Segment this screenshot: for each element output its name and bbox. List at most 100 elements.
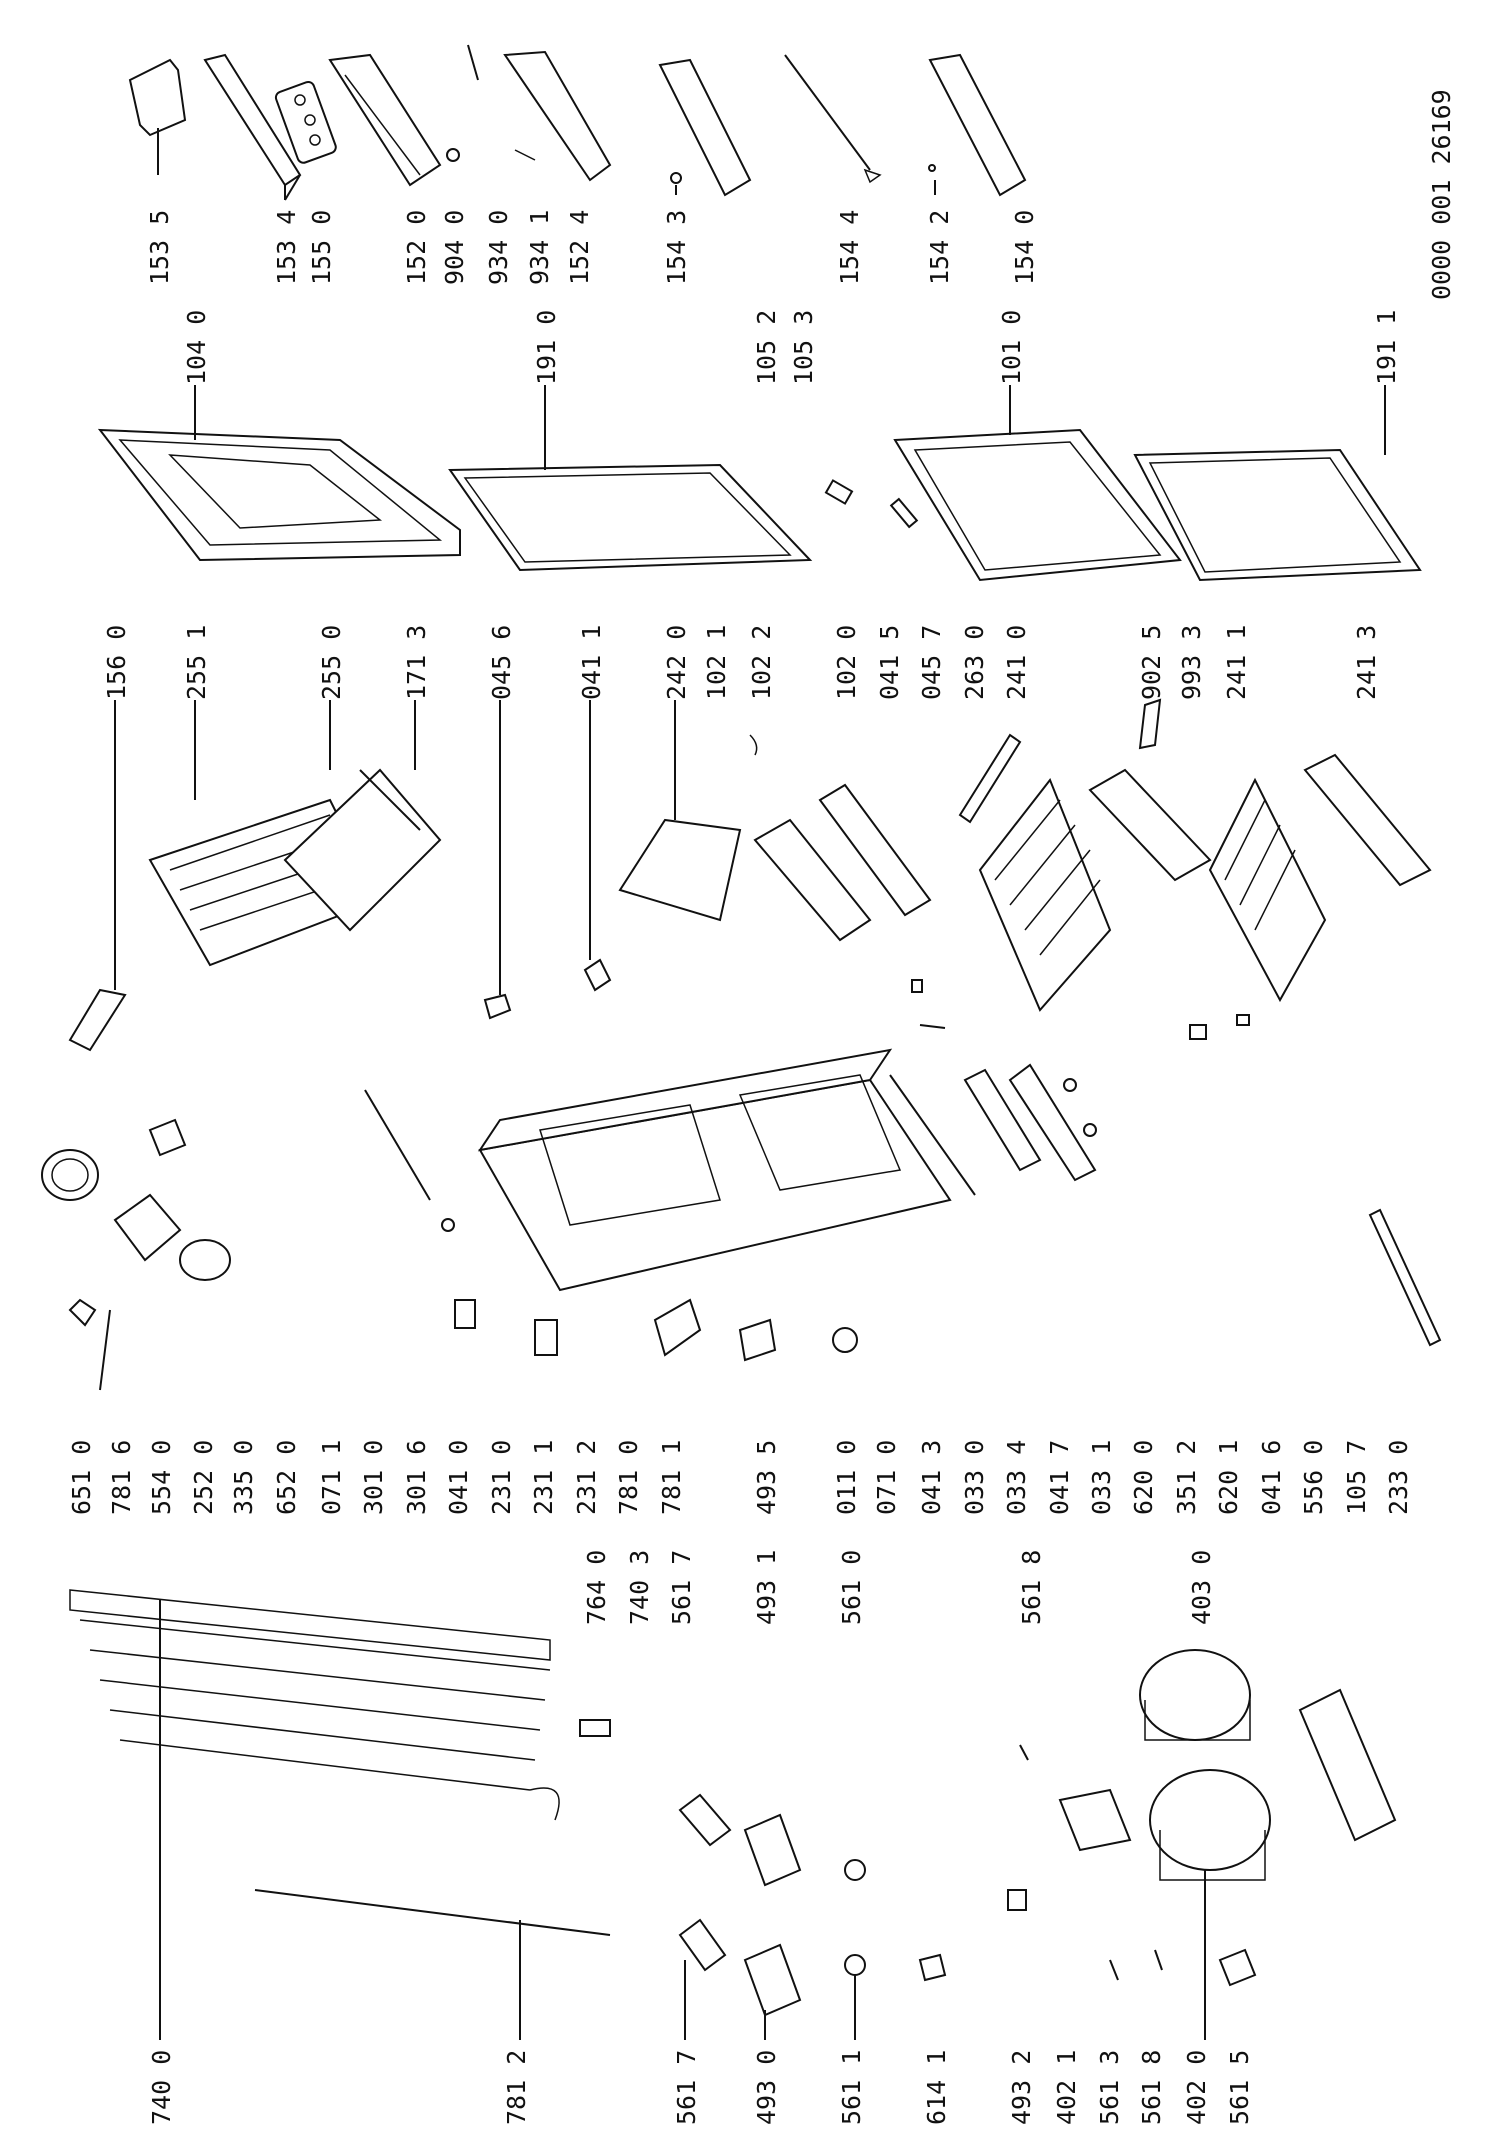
label-403-0: 403 0 xyxy=(1187,1550,1216,1625)
part-231-drawing xyxy=(454,1299,558,1356)
label-614-1: 614 1 xyxy=(922,2050,951,2125)
part-152-0-drawing xyxy=(328,53,442,187)
part-561-0-drawing xyxy=(844,1859,866,1881)
label-335-0: 335 0 xyxy=(229,1440,258,1515)
thermostat-651-0-drawing xyxy=(68,1298,111,1391)
label-252-0: 252 0 xyxy=(189,1440,218,1515)
part-620-drawing xyxy=(1063,1078,1097,1137)
part-252-0-drawing xyxy=(113,1193,182,1262)
label-041-0: 041 0 xyxy=(444,1440,473,1515)
label-241-0: 241 0 xyxy=(1002,625,1031,700)
drawer-242-0-drawing xyxy=(618,818,742,922)
label-071-1: 071 1 xyxy=(317,1440,346,1515)
cabinet-drawing xyxy=(477,1048,952,1292)
label-554-0: 554 0 xyxy=(147,1440,176,1515)
gasket-191-0-drawing xyxy=(448,463,813,572)
part-402-1-drawing xyxy=(1058,1788,1132,1852)
label-156-0: 156 0 xyxy=(102,625,131,700)
compressor-402-0-drawing xyxy=(1149,1769,1271,1881)
part-041-6-drawing xyxy=(1189,1024,1207,1040)
label-651-0: 651 0 xyxy=(67,1440,96,1515)
part-154-3-drawing xyxy=(658,58,752,197)
label-493-5: 493 5 xyxy=(752,1440,781,1515)
label-105-3: 105 3 xyxy=(789,310,818,385)
label-153-4: 153 4 xyxy=(272,210,301,285)
label-233-0: 233 0 xyxy=(1384,1440,1413,1515)
label-902-5: 902 5 xyxy=(1137,625,1166,700)
gasket-191-1-drawing xyxy=(1133,448,1422,582)
part-105-7-drawing xyxy=(1236,1014,1250,1026)
part-493-5-drawing xyxy=(738,1318,777,1362)
document-code: 0000 001 26169 xyxy=(1427,89,1456,300)
label-493-0: 493 0 xyxy=(752,2050,781,2125)
part-934-drawing xyxy=(503,50,612,182)
part-902-5-drawing xyxy=(1138,698,1162,750)
label-045-7: 045 7 xyxy=(917,625,946,700)
part-263-0-drawing xyxy=(958,733,1022,824)
label-904-0: 904 0 xyxy=(440,210,469,285)
part-614-1-drawing xyxy=(918,1953,947,1982)
label-231-0: 231 0 xyxy=(487,1440,516,1515)
label-301-0: 301 0 xyxy=(359,1440,388,1515)
label-493-2: 493 2 xyxy=(1007,2050,1036,2125)
label-154-0: 154 0 xyxy=(1010,210,1039,285)
label-301-6: 301 6 xyxy=(402,1440,431,1515)
label-255-0: 255 0 xyxy=(317,625,346,700)
label-033-4: 033 4 xyxy=(1002,1440,1031,1515)
label-105-7: 105 7 xyxy=(1342,1440,1371,1515)
part-904-0-drawing xyxy=(446,44,479,162)
part-764-0-drawing xyxy=(579,1719,611,1737)
label-561-8b: 561 8 xyxy=(1137,2050,1166,2125)
label-561-7b: 561 7 xyxy=(672,2050,701,2125)
part-045-7-drawing xyxy=(919,1024,946,1029)
label-241-1: 241 1 xyxy=(1222,625,1251,700)
label-171-3: 171 3 xyxy=(402,625,431,700)
label-102-0: 102 0 xyxy=(832,625,861,700)
part-233-0-drawing xyxy=(1368,1208,1442,1347)
part-033-drawing xyxy=(963,1063,1097,1182)
label-041-7: 041 7 xyxy=(1045,1440,1074,1515)
part-041-1-drawing xyxy=(583,958,612,992)
label-561-1: 561 1 xyxy=(837,2050,866,2125)
label-561-0: 561 0 xyxy=(837,1550,866,1625)
label-781-6: 781 6 xyxy=(107,1440,136,1515)
part-493-0-drawing xyxy=(743,1943,802,2017)
basket-front-drawing xyxy=(1088,768,1212,882)
part-301-drawing xyxy=(364,1089,455,1232)
label-102-1: 102 1 xyxy=(702,625,731,700)
part-041-5-drawing xyxy=(911,979,923,993)
label-152-4: 152 4 xyxy=(565,210,594,285)
label-652-0: 652 0 xyxy=(272,1440,301,1515)
part-493-1-drawing xyxy=(743,1813,802,1887)
part-071-0-drawing xyxy=(889,1074,976,1196)
label-351-2: 351 2 xyxy=(1172,1440,1201,1515)
part-155-0-drawing xyxy=(274,80,337,164)
label-153-5: 153 5 xyxy=(145,210,174,285)
lamp-cover-554-0-drawing xyxy=(41,1149,99,1201)
label-154-3: 154 3 xyxy=(662,210,691,285)
door-101-0-drawing xyxy=(893,428,1182,582)
label-241-3: 241 3 xyxy=(1352,625,1381,700)
trim-171-3-drawing xyxy=(359,769,421,831)
label-102-2: 102 2 xyxy=(747,625,776,700)
part-154-0-drawing xyxy=(928,53,1027,197)
part-154-4-drawing xyxy=(784,54,882,184)
label-620-1: 620 1 xyxy=(1214,1440,1243,1515)
label-764-0: 764 0 xyxy=(582,1550,611,1625)
label-493-1: 493 1 xyxy=(752,1550,781,1625)
label-155-0: 155 0 xyxy=(307,210,336,285)
label-993-3: 993 3 xyxy=(1177,625,1206,700)
door-104-0-drawing xyxy=(97,428,461,562)
part-652-0-drawing xyxy=(148,1118,187,1157)
relay-561-7a-drawing xyxy=(678,1793,732,1847)
label-620-0: 620 0 xyxy=(1129,1440,1158,1515)
basket-241-1-drawing xyxy=(1208,777,1327,1003)
label-191-1: 191 1 xyxy=(1372,310,1401,385)
part-335-0-drawing xyxy=(179,1239,231,1281)
base-plate-drawing xyxy=(1298,1688,1397,1842)
leader-lines xyxy=(114,155,1386,2040)
hinge-105-drawing xyxy=(824,479,919,529)
label-033-1: 033 1 xyxy=(1087,1440,1116,1515)
part-153-5-drawing xyxy=(128,58,187,155)
